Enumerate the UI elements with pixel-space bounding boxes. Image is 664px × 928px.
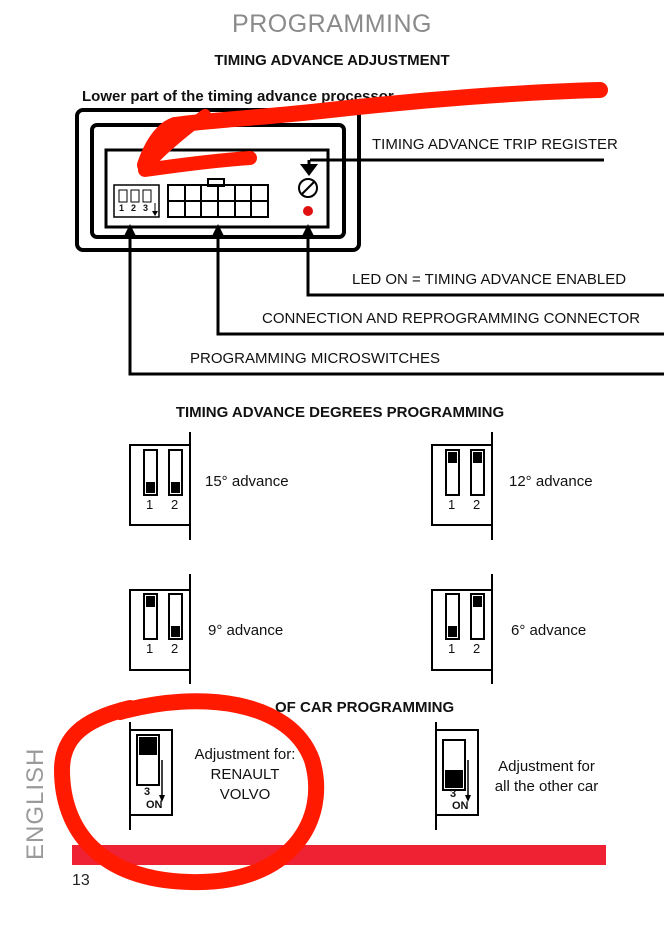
car-option-1-num: 3 [144,786,151,798]
setting-label-6: 6° advance [511,622,587,639]
microswitch-digit-2: 2 [131,203,137,213]
processor-caption: Lower part of the timing advance process… [82,88,394,105]
car-option-other-text: Adjustment for all the other car [484,757,609,797]
side-label-english: ENGLISH [14,748,54,860]
switch-panel-6 [431,574,493,684]
car-option-2-line-2: all the other car [494,778,599,795]
setting-15-num-2: 2 [171,497,179,512]
marker-arrow-stroke [137,82,608,173]
section-title-adjustment: TIMING ADVANCE ADJUSTMENT [214,52,450,69]
setting-9-num-2: 2 [171,641,179,656]
microswitch-digit-3: 3 [143,203,149,213]
processor-inner-frame [90,123,346,239]
trip-register-knob [298,178,318,198]
marker-ellipse [53,693,325,891]
page-number: 13 [72,872,90,889]
switch-panel-15 [129,432,191,540]
car-option-1-on: ON [146,799,163,811]
setting-label-15: 15° advance [205,473,289,490]
car-switch-renault-volvo [129,722,173,830]
footer-red-bar [72,845,606,865]
setting-label-9: 9° advance [208,622,284,639]
setting-6-num-1: 1 [448,641,456,656]
side-label-text: ENGLISH [22,747,49,860]
callout-microswitches: PROGRAMMING MICROSWITCHES [190,350,440,367]
microswitch-block [113,184,160,218]
car-option-2-line-1: Adjustment for [498,758,595,775]
section-title-car: OF CAR PROGRAMMING [275,699,455,716]
callout-trip-register: TIMING ADVANCE TRIP REGISTER [372,136,618,153]
switch-panel-9 [129,574,191,684]
car-option-2-on: ON [452,800,469,812]
callout-connector: CONNECTION AND REPROGRAMMING CONNECTOR [262,310,641,327]
setting-9-num-1: 1 [146,641,154,656]
callout-led: LED ON = TIMING ADVANCE ENABLED [352,271,627,288]
section-title-degrees: TIMING ADVANCE DEGREES PROGRAMMING [175,404,505,421]
switch-panel-12 [431,432,493,540]
microswitch-digit-1: 1 [119,203,125,213]
car-option-1-line-2: RENAULT [210,766,280,783]
page-title: PROGRAMMING [232,10,432,38]
car-option-1-line-1: Adjustment for: [194,746,296,763]
car-switch-other [435,722,479,830]
marker-arrow-head [138,151,257,177]
car-option-1-line-3: VOLVO [219,786,271,803]
car-option-renault-volvo-text: Adjustment for: RENAULT VOLVO [170,745,320,805]
setting-label-12: 12° advance [509,473,593,490]
setting-6-num-2: 2 [473,641,481,656]
setting-15-num-1: 1 [146,497,154,512]
setting-12-num-1: 1 [448,497,456,512]
led-indicator [303,206,313,216]
setting-12-num-2: 2 [473,497,481,512]
car-option-2-num: 3 [450,788,457,800]
